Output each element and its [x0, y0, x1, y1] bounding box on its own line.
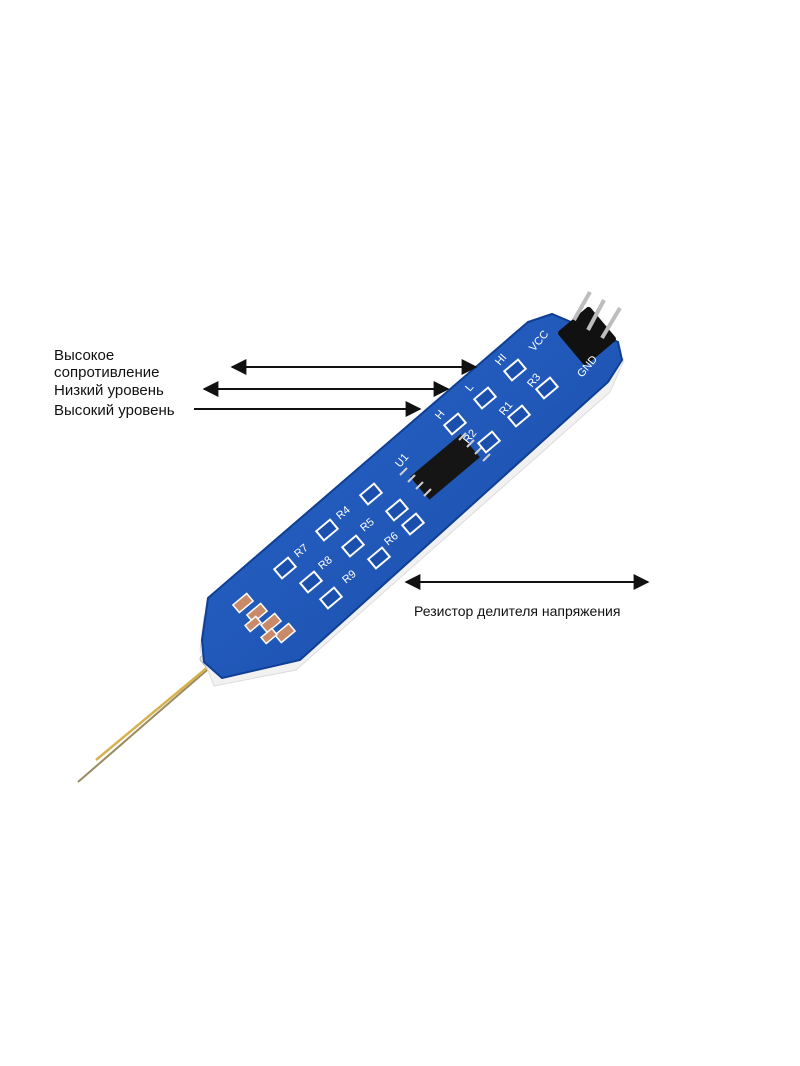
label-high-level: Высокий уровень: [54, 402, 175, 419]
pin-header: [557, 291, 622, 366]
label-high-resistance: Высокое сопротивление: [54, 347, 159, 381]
ic-chip: [399, 432, 491, 500]
smd-pads: [272, 358, 560, 610]
label-high-resistance-line2: сопротивление: [54, 364, 160, 381]
annotation-arrows: [194, 359, 650, 590]
pcb-board: VCC GND HI L H R3 R1 R2 U1 R4 R5 R6 R7 R…: [199, 291, 625, 687]
label-low-level: Низкий уровень: [54, 382, 164, 399]
label-high-resistance-line1: Высокое: [54, 347, 115, 364]
copper-resistors: [231, 592, 297, 645]
label-divider-resistor: Резистор делителя напряжения: [414, 603, 621, 619]
